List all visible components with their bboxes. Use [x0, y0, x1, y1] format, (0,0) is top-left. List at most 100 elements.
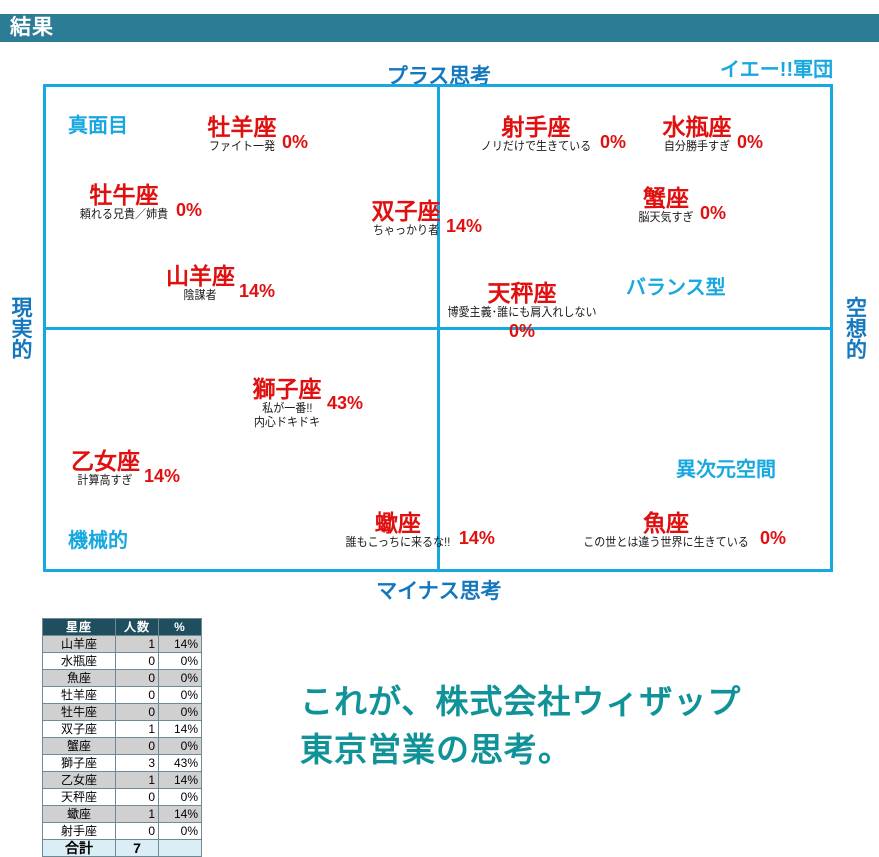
sign-percent: 0%: [700, 203, 727, 223]
table-cell-count: 1: [115, 635, 159, 653]
header-bar: [0, 14, 879, 42]
table-cell-sign: 山羊座: [42, 635, 116, 653]
table-cell-count: 0: [115, 703, 159, 721]
table-cell-count: 3: [115, 754, 159, 772]
table-cell-sign: 牡牛座: [42, 703, 116, 721]
table-cell-percent: 14%: [158, 771, 202, 789]
page-title: 結果: [10, 16, 54, 39]
sign-entry-leo: 獅子座 私が一番!! 内心ドキドキ 43%: [251, 376, 364, 429]
axis-label-bottom: マイナス思考: [376, 580, 502, 603]
sign-percent: 0%: [282, 132, 309, 152]
sign-desc: ファイト一発: [208, 139, 276, 153]
table-cell-percent: 0%: [158, 686, 202, 704]
table-cell-percent: 0%: [158, 703, 202, 721]
sign-desc: 脳天気すぎ: [638, 210, 694, 224]
sign-name: 獅子座: [252, 376, 322, 402]
table-cell-sign: 獅子座: [42, 754, 116, 772]
sign-desc: 計算高すぎ: [77, 473, 134, 487]
table-cell-percent: 0%: [158, 652, 202, 670]
axis-label-right: 空想的: [843, 296, 867, 360]
horizontal-axis-line: [46, 326, 830, 330]
table-cell-count: 0: [115, 737, 159, 755]
table-cell-count: 0: [115, 669, 159, 687]
table-cell-count: 0: [115, 652, 159, 670]
sign-percent: 0%: [176, 200, 203, 220]
sign-desc: 誰もこっちに来るな!!: [345, 535, 451, 549]
table-cell-sign: 乙女座: [42, 771, 116, 789]
axis-label-top: プラス思考: [386, 65, 492, 88]
quadrant-label-bottom-right: 異次元空間: [676, 459, 776, 481]
sign-entry-gemini: 双子座 ちゃっかり者 14%: [370, 198, 483, 237]
table-cell-total-percent: [158, 839, 202, 857]
table-cell-sign: 双子座: [42, 720, 116, 738]
sign-percent: 0%: [600, 132, 627, 152]
table-header-percent: %: [158, 618, 202, 636]
table-cell-percent: 0%: [158, 669, 202, 687]
sign-name: 双子座: [371, 198, 441, 224]
table-header-sign: 星座: [42, 618, 116, 636]
sign-name: 魚座: [643, 510, 689, 536]
sign-entry-cancer: 蟹座 脳天気すぎ 0%: [636, 186, 726, 224]
table-cell-sign: 蠍座: [42, 805, 116, 823]
table-cell-total-count: 7: [115, 839, 159, 857]
tagline-line-2: 東京営業の思考。: [300, 731, 572, 768]
table-cell-count: 1: [115, 720, 159, 738]
table-cell-sign: 射手座: [42, 822, 116, 840]
axis-label-left: 現実的: [9, 296, 32, 360]
quadrant-label-top-left: 真面目: [68, 115, 128, 137]
table-cell-sign: 魚座: [42, 669, 116, 687]
sign-desc: 自分勝手すぎ: [663, 139, 731, 153]
sign-percent: 0%: [509, 321, 536, 341]
sign-desc-second-line: 内心ドキドキ: [253, 415, 321, 429]
sign-percent: 14%: [239, 281, 276, 301]
sign-desc: 陰謀者: [183, 288, 218, 302]
sign-desc: 私が一番!!: [261, 401, 313, 415]
table-cell-total-label: 合計: [42, 839, 116, 857]
table-cell-count: 0: [115, 822, 159, 840]
sign-percent: 0%: [760, 528, 787, 548]
sign-name: 乙女座: [71, 448, 140, 474]
table-cell-sign: 水瓶座: [42, 652, 116, 670]
quadrant-label-top-right: イエー!!軍団: [720, 59, 834, 81]
sign-percent: 0%: [737, 132, 764, 152]
sign-percent: 14%: [144, 466, 181, 486]
quadrant-matrix: 真面目 イエー!!軍団 バランス型 機械的 異次元空間 牡羊座 ファイト一発 0…: [43, 59, 833, 572]
sign-desc: この世とは違う世界に生きている: [583, 535, 749, 549]
sign-entry-sagittarius: 射手座 ノリだけで生きている 0%: [476, 115, 626, 153]
sign-desc: ノリだけで生きている: [480, 139, 592, 153]
table-header-row: 星座 人数 %: [42, 618, 202, 636]
sign-entry-scorpio: 蠍座 誰もこっちに来るな!! 14%: [341, 511, 495, 549]
table-cell-percent: 43%: [158, 754, 202, 772]
table-cell-percent: 14%: [158, 635, 202, 653]
table-cell-percent: 14%: [158, 805, 202, 823]
quadrant-label-center-right: バランス型: [626, 277, 726, 299]
table-cell-percent: 0%: [158, 822, 202, 840]
sign-percent: 14%: [446, 216, 483, 236]
sign-name: 天秤座: [487, 280, 557, 306]
table-cell-percent: 0%: [158, 788, 202, 806]
sign-name: 山羊座: [166, 263, 235, 289]
table-cell-percent: 0%: [158, 737, 202, 755]
table-cell-sign: 牡羊座: [42, 686, 116, 704]
sign-desc: 頼れる兄貴／姉貴: [79, 207, 169, 221]
sign-name: 牡牛座: [89, 182, 159, 208]
sign-entry-pisces: 魚座 この世とは違う世界に生きている 0%: [576, 511, 786, 549]
sign-name: 蠍座: [374, 510, 421, 536]
sign-entry-aquarius: 水瓶座 自分勝手すぎ 0%: [661, 114, 764, 153]
table-cell-sign: 天秤座: [42, 788, 116, 806]
sign-name: 水瓶座: [662, 114, 732, 140]
table-cell-count: 0: [115, 788, 159, 806]
table-cell-sign: 蟹座: [42, 737, 116, 755]
sign-entry-capricorn: 山羊座 陰謀者 14%: [166, 264, 275, 302]
table-cell-count: 0: [115, 686, 159, 704]
